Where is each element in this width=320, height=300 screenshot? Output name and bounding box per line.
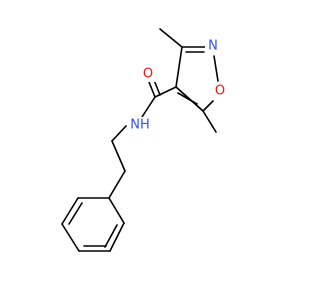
bond-c4-c3 [175, 46, 183, 88]
bond-ph-4 [61, 223, 80, 252]
bond-n-o [213, 55, 219, 82]
ring-nitrogen-label: N [205, 38, 221, 54]
bond-c4-carbonyl [154, 86, 177, 98]
amide-nh-label: NH [129, 117, 151, 133]
amide-oxygen-label: O [140, 66, 156, 82]
ring-oxygen-text: O [215, 84, 225, 99]
bond-carbonyl-o [148, 81, 156, 98]
bond-ph-double-a [104, 224, 118, 248]
bond-ph-double-b [68, 202, 83, 225]
amide-nh-text: NH [130, 118, 150, 133]
bond-c5-c4-double [177, 92, 198, 105]
bond-c3-methyl [159, 28, 183, 48]
bond-c5-methyl [202, 110, 217, 133]
bond-o-c5 [202, 100, 214, 112]
bond-carbonyl-o-double [153, 79, 161, 96]
phenyl-ring [61, 197, 125, 252]
bond-ph-2 [109, 222, 125, 252]
bond-ch2a-ch2b [111, 140, 126, 172]
isoxazole-ring [159, 28, 219, 133]
carboxamide-group [141, 79, 177, 118]
amide-oxygen-text: O [143, 67, 153, 82]
atom-labels: N O O NH [129, 38, 228, 133]
bond-carbonyl-n [141, 96, 156, 118]
bond-ph-5 [61, 197, 79, 225]
molecule-structure: N O O NH [61, 28, 228, 252]
bond-ch2b-ch2c [108, 170, 126, 199]
bond-n-ch2a [111, 125, 127, 142]
ring-oxygen-label: O [212, 83, 228, 99]
bond-ph-1 [108, 197, 125, 224]
propyl-chain [108, 125, 127, 199]
ring-nitrogen-text: N [208, 39, 218, 54]
